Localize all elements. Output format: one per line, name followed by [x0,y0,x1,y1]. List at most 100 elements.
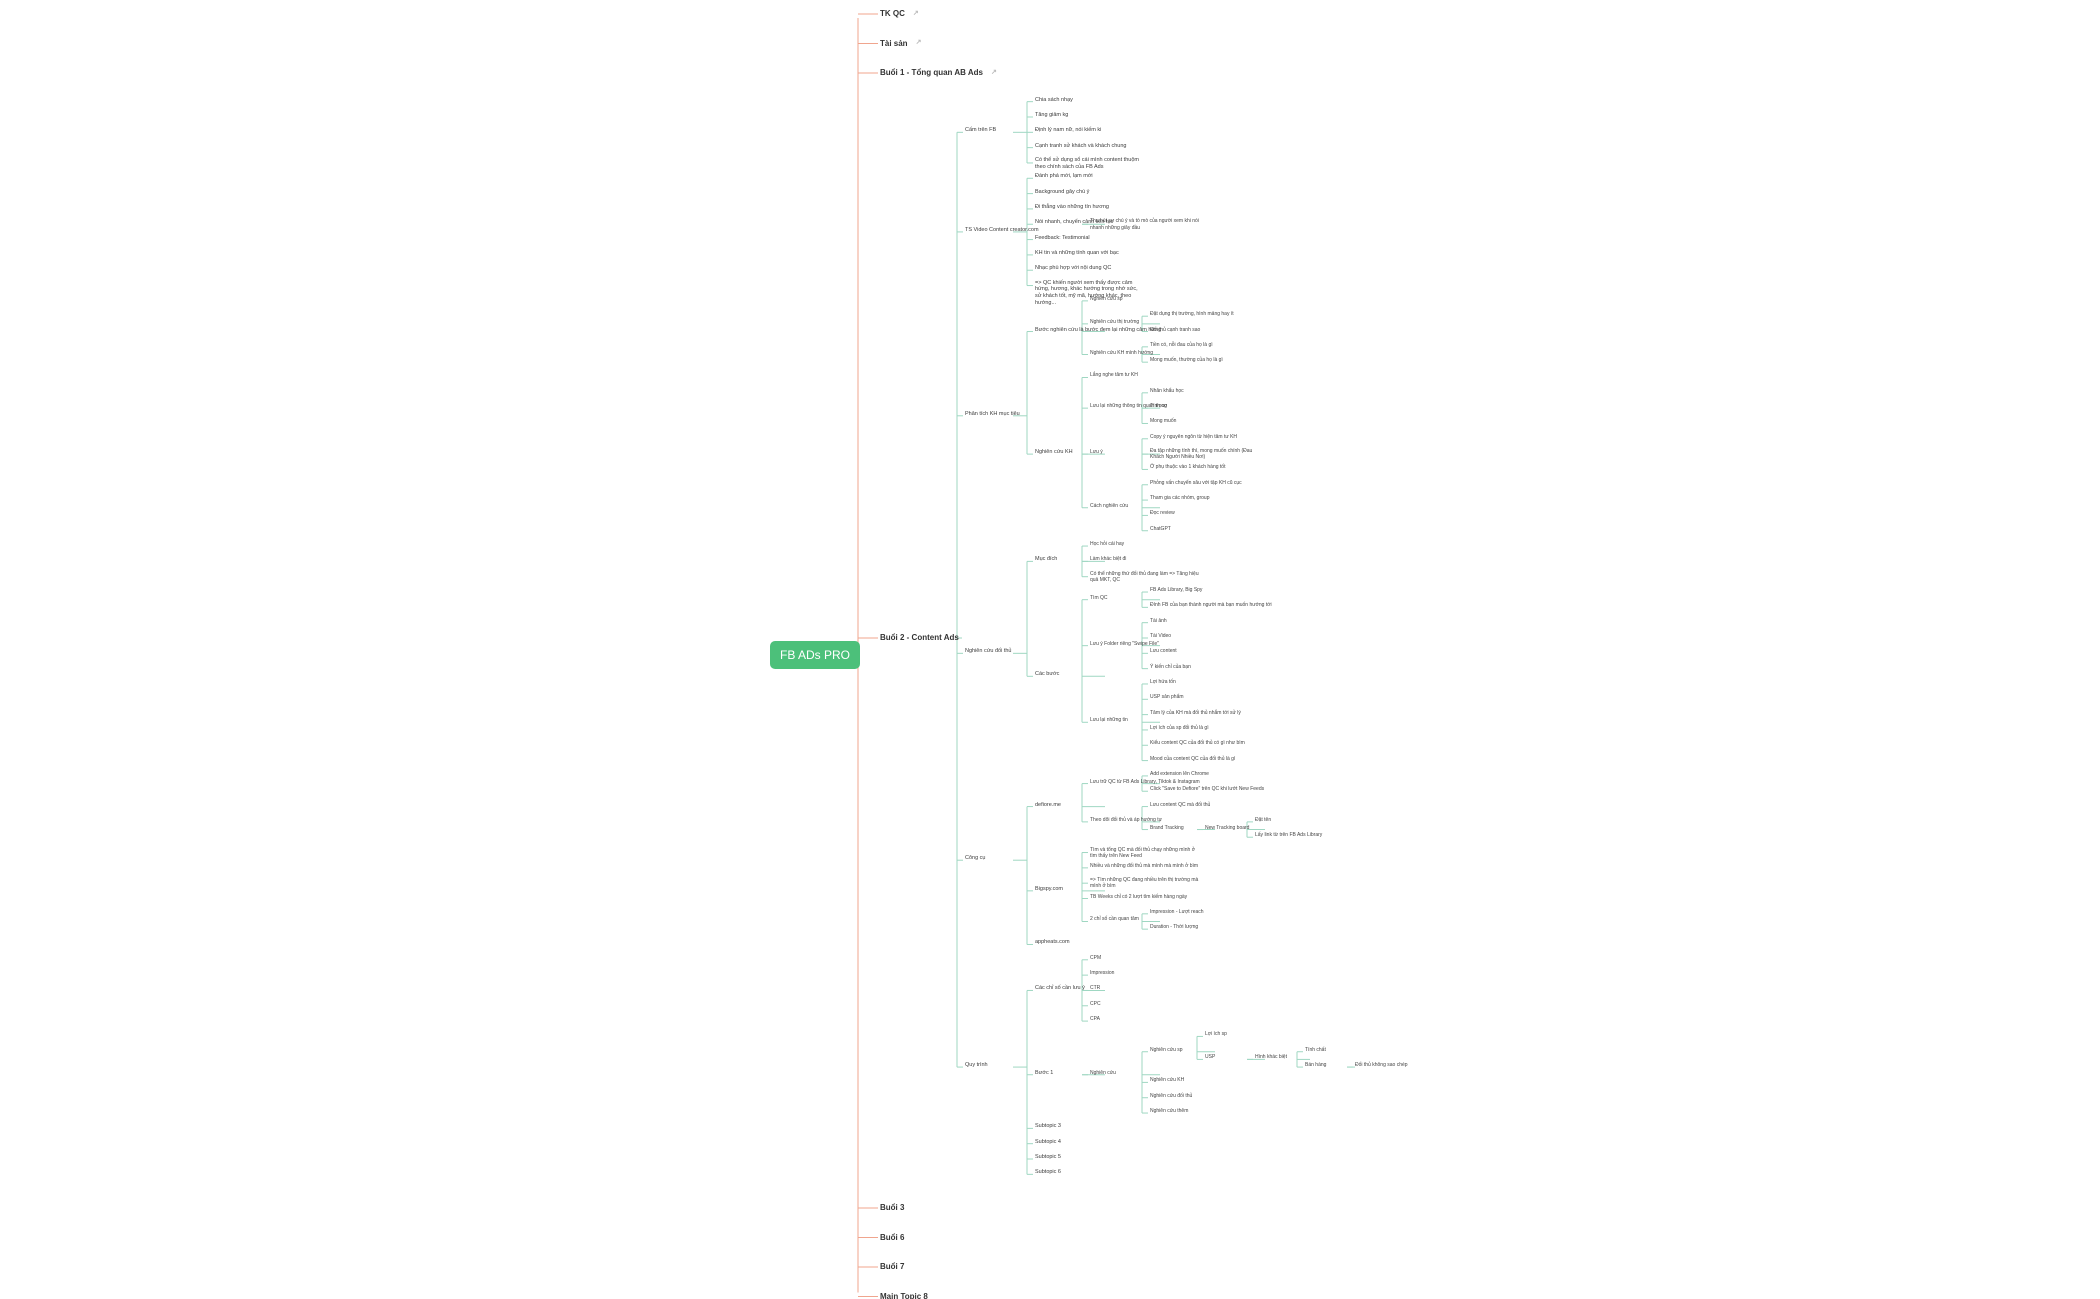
subtopic[interactable]: Phân tích KH mục tiêu [965,411,1020,418]
subtopic[interactable]: Nghiên cứu đối thủ [965,648,1012,655]
subtopic[interactable]: Đặt tên [1255,817,1271,823]
subtopic[interactable]: Lấy link từ trên FB Ads Library [1255,832,1322,838]
subtopic[interactable]: Nghiên cứu sp [1150,1047,1183,1053]
subtopic[interactable]: Lợi ích của sp đối thủ là gì [1150,725,1209,731]
subtopic[interactable]: Đánh phá mới, lạm mới [1035,173,1093,180]
subtopic[interactable]: Lắng nghe tâm tư KH [1090,372,1138,378]
subtopic[interactable]: Bigspy.com [1035,886,1063,893]
subtopic[interactable]: USP [1205,1054,1215,1060]
main-topic[interactable]: Tài sản↗ [880,39,921,49]
subtopic[interactable]: Phỏng vấn chuyển sâu với tập KH cũ cục [1150,480,1242,486]
subtopic[interactable]: Có thể sử dụng sổ cái mình content thuộm… [1035,157,1145,171]
subtopic[interactable]: Đối thủ cạnh tranh sao [1150,327,1200,333]
subtopic[interactable]: CPM [1090,955,1101,961]
subtopic[interactable]: Tìm và tổng QC mà đối thủ chạy những mìn… [1090,847,1200,860]
subtopic[interactable]: Click "Save to Defiore" trên QC khi lướt… [1150,786,1264,792]
subtopic[interactable]: Nghiên cứu KH [1035,449,1073,456]
subtopic[interactable]: Cạnh tranh sử khách và khách chung [1035,143,1126,150]
subtopic[interactable]: Nhạc phù hợp với nội dung QC [1035,265,1111,272]
subtopic[interactable]: FB Ads Library, Big Spy [1150,587,1202,593]
subtopic[interactable]: Nghiên cứu sp [1090,296,1123,302]
subtopic[interactable]: appheats.com [1035,939,1070,946]
subtopic[interactable]: CTR [1090,985,1100,991]
subtopic[interactable]: Đặt dụng thị trường, hình mảng hay ít [1150,311,1234,317]
subtopic[interactable]: Lợi ích sp [1205,1031,1227,1037]
subtopic[interactable]: New Tracking board [1205,825,1249,831]
subtopic[interactable]: Impression - Lượt reach [1150,909,1204,915]
subtopic[interactable]: Công cụ [965,855,986,862]
subtopic[interactable]: Tăng giảm kg [1035,112,1068,119]
subtopic[interactable]: ChatGPT [1150,526,1171,532]
link-icon[interactable]: ↗ [915,39,922,47]
subtopic[interactable]: Các bước [1035,671,1059,678]
subtopic[interactable]: Tính cơ [1150,403,1167,409]
subtopic[interactable]: Nghiên cứu thêm [1150,1108,1188,1114]
subtopic[interactable]: Các chỉ số cần lưu ý [1035,985,1085,992]
root-topic[interactable]: FB ADs PRO [770,641,860,669]
subtopic[interactable]: USP sản phẩm [1150,694,1184,700]
subtopic[interactable]: Đa tập những tính thì, mong muốn chính (… [1150,448,1260,461]
subtopic[interactable]: Bước nghiên cứu là bước đem lại những cả… [1035,327,1161,334]
subtopic[interactable]: => QC khiến người xem thấy được cảm hứng… [1035,280,1145,308]
subtopic[interactable]: Lưu lại những thông tin quan trọng [1090,403,1167,409]
main-topic[interactable]: Buổi 7 [880,1262,904,1272]
subtopic[interactable]: Add extension lên Chrome [1150,771,1209,777]
main-topic[interactable]: Buổi 6 [880,1233,904,1243]
subtopic[interactable]: TS Video Content creator.com [965,227,1039,234]
subtopic[interactable]: Bán hàng [1305,1062,1326,1068]
subtopic[interactable]: Lưu trữ QC từ FB Ads Library, Tiktok & I… [1090,779,1200,785]
subtopic[interactable]: Chia sách nhạy [1035,97,1073,104]
subtopic[interactable]: Nghiên cứu đối thủ [1150,1093,1192,1099]
link-icon[interactable]: ↗ [912,9,919,17]
subtopic[interactable]: Tài Video [1150,633,1171,639]
link-icon[interactable]: ↗ [990,68,997,76]
subtopic[interactable]: Đối thủ không sao chép [1355,1062,1408,1068]
subtopic[interactable]: Subtopic 3 [1035,1123,1061,1130]
subtopic[interactable]: Thu hút sự chú ý và tò mò của người xem … [1090,218,1200,231]
subtopic[interactable]: Đọc review [1150,510,1175,516]
subtopic[interactable]: Học hỏi cái hay [1090,541,1124,547]
subtopic[interactable]: Mong muốn, thường của họ là gì [1150,357,1223,363]
subtopic[interactable]: Lợi hứa tốn [1150,679,1176,685]
main-topic[interactable]: Buổi 2 - Content Ads [880,633,959,643]
subtopic[interactable]: Làm khác biệt đi [1090,556,1126,562]
subtopic[interactable]: Quy trình [965,1062,988,1069]
subtopic[interactable]: Tài ảnh [1150,618,1167,624]
subtopic[interactable]: KH tin và những tính quan với bạc [1035,250,1119,257]
subtopic[interactable]: Nhân khẩu học [1150,388,1184,394]
subtopic[interactable]: Background gây chú ý [1035,189,1089,196]
subtopic[interactable]: Lưu content QC mà đối thủ [1150,802,1210,808]
subtopic[interactable]: Duration - Thời lượng [1150,924,1198,930]
subtopic[interactable]: Tìm QC [1090,595,1108,601]
subtopic[interactable]: Brand Tracking [1150,825,1184,831]
main-topic[interactable]: Main Topic 8 [880,1292,928,1299]
main-topic[interactable]: Buổi 3 [880,1203,904,1213]
main-topic[interactable]: TK QC↗ [880,9,919,19]
subtopic[interactable]: Impression [1090,970,1114,976]
subtopic[interactable]: Nhiều và những đối thủ mà mình mà mình ở… [1090,863,1198,869]
subtopic[interactable]: Subtopic 4 [1035,1139,1061,1146]
subtopic[interactable]: 2 chỉ số cần quan tâm [1090,916,1139,922]
subtopic[interactable]: TB Weeks chỉ có 2 lượt tìm kiếm hàng ngà… [1090,894,1187,900]
subtopic[interactable]: Nói nhanh, chuyển cảnh liên tục [1035,219,1113,226]
subtopic[interactable]: Đi thẳng vào những tín hương [1035,204,1109,211]
subtopic[interactable]: Lưu content [1150,648,1177,654]
subtopic[interactable]: Tâm lý của KH mà đối thủ nhắm tới sử lý [1150,710,1241,716]
subtopic[interactable]: Tham gia các nhóm, group [1150,495,1209,501]
subtopic[interactable]: Subtopic 6 [1035,1169,1061,1176]
subtopic[interactable]: Lưu ý [1090,449,1103,455]
subtopic[interactable]: Theo dõi đối thủ và áp hướng tự [1090,817,1162,823]
subtopic[interactable]: => Tìm những QC đang nhiều trên thị trườ… [1090,877,1200,890]
subtopic[interactable]: Nghiên cứu KH [1150,1077,1184,1083]
subtopic[interactable]: Feedback: Testimonial [1035,235,1090,242]
subtopic[interactable]: Nghiên cứu [1090,1070,1116,1076]
subtopic[interactable]: Hình khác biệt [1255,1054,1287,1060]
subtopic[interactable]: Ở phụ thuộc vào 1 khách hàng tốt [1150,464,1225,470]
subtopic[interactable]: Kiểu content QC của đối thủ có gì như bì… [1150,740,1245,746]
subtopic[interactable]: Lưu lại những tin [1090,717,1128,723]
subtopic[interactable]: CPA [1090,1016,1100,1022]
subtopic[interactable]: CPC [1090,1001,1101,1007]
subtopic[interactable]: defiore.me [1035,802,1061,809]
subtopic[interactable]: Tiền có, nỗi đau của họ là gì [1150,342,1213,348]
subtopic[interactable]: Nghiên cứu KH mình hướng [1090,350,1153,356]
